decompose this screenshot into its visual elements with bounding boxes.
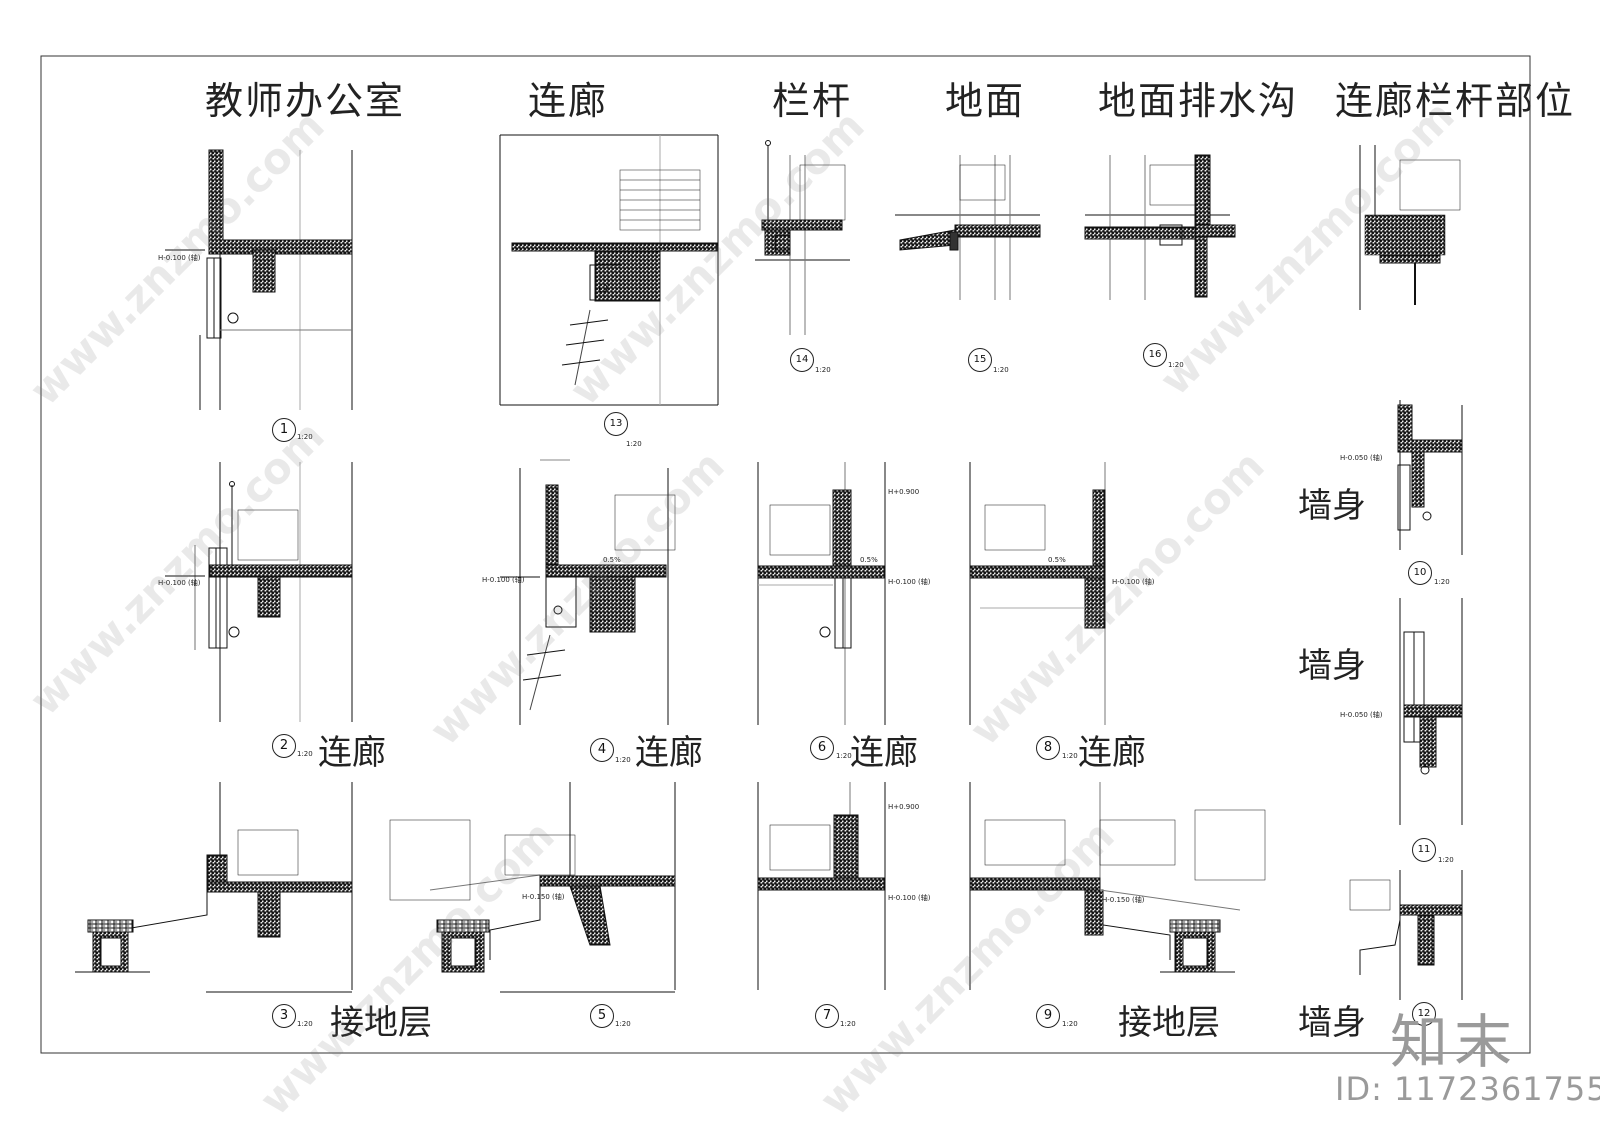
detail-number-3: 3 <box>272 1004 296 1028</box>
level-5: H-0.150 (轴) <box>522 893 565 901</box>
detail-15-drawing <box>895 155 1041 300</box>
detail-4-drawing <box>500 459 676 725</box>
detail-11-drawing <box>1399 598 1463 825</box>
level-4: H-0.100 (轴) <box>482 576 525 584</box>
label-corridor-8: 连廊 <box>1078 733 1146 773</box>
level-1: H-0.100 (轴) <box>158 254 201 262</box>
level-8: H-0.100 (轴) <box>1112 578 1155 586</box>
header-ground: 地面 <box>945 79 1026 123</box>
scale-14: 1:20 <box>815 366 831 374</box>
label-wall-11: 墙身 <box>1298 646 1366 686</box>
detail-7-drawing <box>757 782 886 990</box>
level-6: H-0.100 (轴) <box>888 578 931 586</box>
detail-number-14: 14 <box>790 348 814 372</box>
level-9: H-0.150 (轴) <box>1102 896 1145 904</box>
detail-12-drawing <box>1349 870 1463 1000</box>
scale-6: 1:20 <box>836 752 852 760</box>
detail-number-7: 7 <box>815 1004 839 1028</box>
scale-13: 1:20 <box>626 440 642 448</box>
detail-number-6: 6 <box>810 736 834 760</box>
slope-8: 0.5% <box>1048 556 1066 564</box>
slope-6: 0.5% <box>860 556 878 564</box>
scale-3: 1:20 <box>297 1020 313 1028</box>
label-wall-12: 墙身 <box>1298 1003 1366 1043</box>
scale-5: 1:20 <box>615 1020 631 1028</box>
detail-8-drawing <box>969 462 1106 725</box>
detail-9-drawing <box>969 782 1266 990</box>
label-ground-layer-3: 接地层 <box>330 1003 432 1043</box>
detail-number-4: 4 <box>590 738 614 762</box>
detail-5-drawing <box>389 782 676 993</box>
level-7: H-0.100 (轴) <box>888 894 931 902</box>
detail-16-drawing <box>1084 154 1236 300</box>
header-corridor-railing: 连廊栏杆部位 <box>1335 79 1576 123</box>
detail-number-16: 16 <box>1143 343 1167 367</box>
header-drain: 地面排水沟 <box>1098 79 1299 123</box>
level-11: H-0.050 (轴) <box>1340 711 1383 719</box>
sheet-frame <box>40 55 1531 1054</box>
detail-13-drawing <box>499 134 719 406</box>
level-7-top: H+0.900 <box>888 803 920 811</box>
scale-11: 1:20 <box>1438 856 1454 864</box>
detail-number-9: 9 <box>1036 1004 1060 1028</box>
detail-number-1: 1 <box>272 418 296 442</box>
detail-14-drawing <box>755 140 850 335</box>
detail-number-2: 2 <box>272 734 296 758</box>
image-id: ID: 1172361755 <box>1335 1070 1600 1108</box>
scale-4: 1:20 <box>615 756 631 764</box>
level-10: H-0.050 (轴) <box>1340 454 1383 462</box>
scale-2: 1:20 <box>297 750 313 758</box>
slope-4: 0.5% <box>603 556 621 564</box>
detail-2-drawing <box>165 462 353 722</box>
detail-number-12: 12 <box>1412 1002 1436 1026</box>
level-2: H-0.100 (轴) <box>158 579 201 587</box>
detail-10-drawing <box>1397 400 1463 555</box>
detail-corridor-railing-drawing <box>1359 145 1461 310</box>
brand-logo: 知末 <box>1390 1008 1519 1076</box>
detail-number-8: 8 <box>1036 736 1060 760</box>
scale-1: 1:20 <box>297 433 313 441</box>
detail-number-5: 5 <box>590 1004 614 1028</box>
detail-1-drawing <box>165 149 353 410</box>
header-office: 教师办公室 <box>205 79 406 123</box>
label-ground-layer-9: 接地层 <box>1118 1003 1220 1043</box>
scale-15: 1:20 <box>993 366 1009 374</box>
scale-9: 1:20 <box>1062 1020 1078 1028</box>
detail-number-13: 13 <box>604 412 628 436</box>
detail-number-10: 10 <box>1408 561 1432 585</box>
scale-7: 1:20 <box>840 1020 856 1028</box>
label-corridor-2: 连廊 <box>318 733 386 773</box>
detail-6-drawing <box>757 462 886 725</box>
label-wall-10: 墙身 <box>1298 486 1366 526</box>
detail-3-drawing <box>75 782 353 993</box>
label-corridor-6: 连廊 <box>850 733 918 773</box>
level-6-top: H+0.900 <box>888 488 920 496</box>
label-corridor-4: 连廊 <box>635 733 703 773</box>
scale-8: 1:20 <box>1062 752 1078 760</box>
detail-number-15: 15 <box>968 348 992 372</box>
scale-16: 1:20 <box>1168 361 1184 369</box>
detail-number-11: 11 <box>1412 838 1436 862</box>
scale-10: 1:20 <box>1434 578 1450 586</box>
header-railing: 栏杆 <box>772 79 853 123</box>
header-corridor: 连廊 <box>528 79 609 123</box>
